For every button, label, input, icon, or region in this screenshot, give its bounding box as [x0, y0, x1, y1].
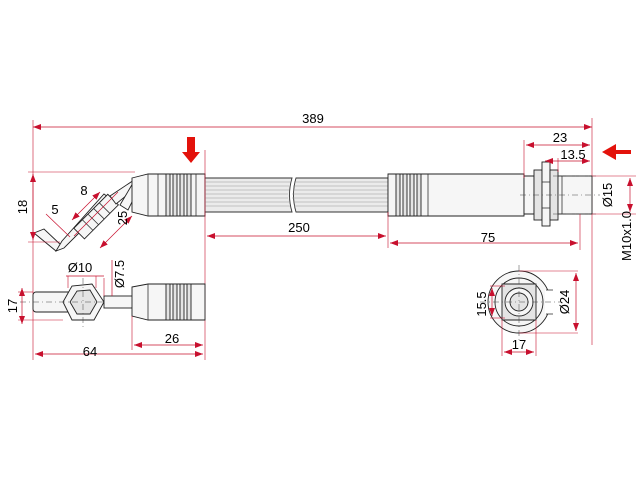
arrow-down-icon: [182, 137, 200, 163]
nut-end-view: [480, 265, 560, 342]
bend-dimensions: 18 5 8 25: [15, 171, 135, 249]
hose-body: [204, 177, 389, 213]
hose-length-dimensions: 250 75: [204, 150, 581, 360]
thread-dimensions: 23 13.5 Ø15 M10x1.0: [523, 130, 636, 261]
arrow-left-icon: [602, 144, 631, 160]
nut-width-label: 17: [512, 337, 526, 352]
eye-fitting-view: [20, 278, 206, 330]
overall-length-label: 389: [302, 111, 324, 126]
hose-assembly: [33, 161, 600, 252]
thread-fitting-length-label: 23: [553, 130, 567, 145]
right-crimp-fitting: [387, 173, 535, 217]
eye-height-label: 17: [5, 299, 20, 313]
nut-inner-size-label: 15.5: [474, 291, 489, 316]
bend-offset-label: 5: [51, 202, 58, 217]
thread-length-label: 13.5: [560, 147, 585, 162]
eye-outer-diameter-label: Ø10: [68, 260, 93, 275]
bend-width-label: 8: [80, 183, 87, 198]
eye-fitting-length-label: 26: [165, 331, 179, 346]
eye-dimensions: 17 Ø10 Ø7.5 64 26: [5, 260, 203, 359]
threaded-end: [520, 161, 600, 227]
bend-height-label: 18: [15, 200, 30, 214]
eye-total-length-label: 64: [83, 344, 97, 359]
eye-inner-diameter-label: Ø7.5: [112, 260, 127, 288]
bend-length-label: 25: [115, 211, 130, 225]
bent-ferrule: [73, 193, 120, 240]
thread-diameter-label: Ø15: [600, 183, 615, 208]
left-crimp-fitting: [131, 173, 206, 217]
hose-free-length-label: 250: [288, 220, 310, 235]
nut-dimensions: 15.5 Ø24 17: [474, 270, 579, 356]
thread-spec-label: M10x1.0: [619, 211, 634, 261]
nut-outer-diameter-label: Ø24: [557, 290, 572, 315]
fitting-length-label: 75: [481, 230, 495, 245]
